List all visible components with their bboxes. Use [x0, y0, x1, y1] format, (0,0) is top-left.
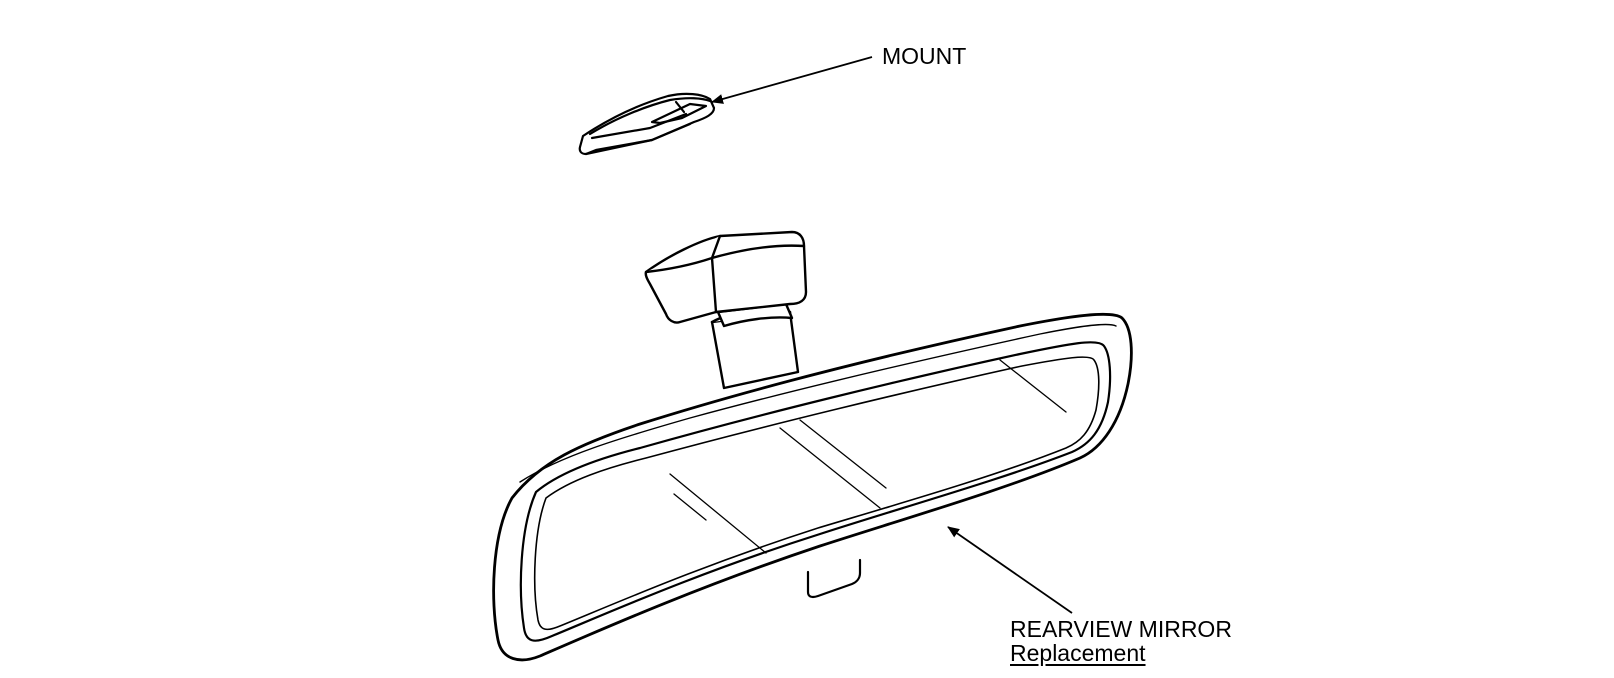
mount-leader-arrow: [711, 56, 873, 104]
mirror-housing: [492, 312, 1133, 662]
mirror-stem: [644, 230, 808, 390]
mount-part: [578, 92, 716, 156]
rearview-mirror-label: REARVIEW MIRROR: [1010, 616, 1232, 642]
mount-label: MOUNT: [882, 43, 967, 69]
mirror-glass-reflections: [669, 359, 1067, 554]
mirror-leader-arrow: [947, 526, 1073, 614]
replacement-link[interactable]: Replacement: [1010, 640, 1146, 666]
